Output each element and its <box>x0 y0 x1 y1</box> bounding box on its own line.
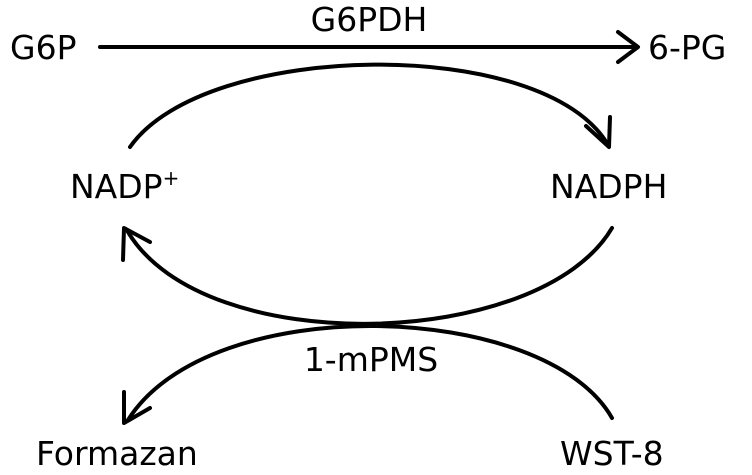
wst8-reduction-arrowhead <box>122 390 152 425</box>
cofactor-oxidized-label: NADP+ <box>70 166 179 206</box>
dye-substrate-label: WST-8 <box>560 434 664 473</box>
dye-product-label: Formazan <box>36 434 198 473</box>
wst8-reduction-arc <box>126 324 614 422</box>
product-label: 6-PG <box>648 28 726 67</box>
substrate-label: G6P <box>10 28 76 67</box>
cofactor-reduced-label: NADPH <box>550 167 667 206</box>
nadp-reduction-arrowhead <box>584 115 612 149</box>
mediator-label-backing <box>290 338 450 380</box>
nadph-oxidation-arrowhead <box>121 226 152 262</box>
cofactor-oxidized-charge: + <box>163 166 180 190</box>
nadp-reduction-arc <box>128 62 610 149</box>
electron-mediator-label: 1-mPMS <box>304 340 438 379</box>
nadph-oxidation-arc <box>126 226 614 326</box>
main-reaction-arrowhead <box>616 30 640 64</box>
cofactor-oxidized-base: NADP <box>70 167 163 206</box>
enzyme-label: G6PDH <box>311 0 428 39</box>
